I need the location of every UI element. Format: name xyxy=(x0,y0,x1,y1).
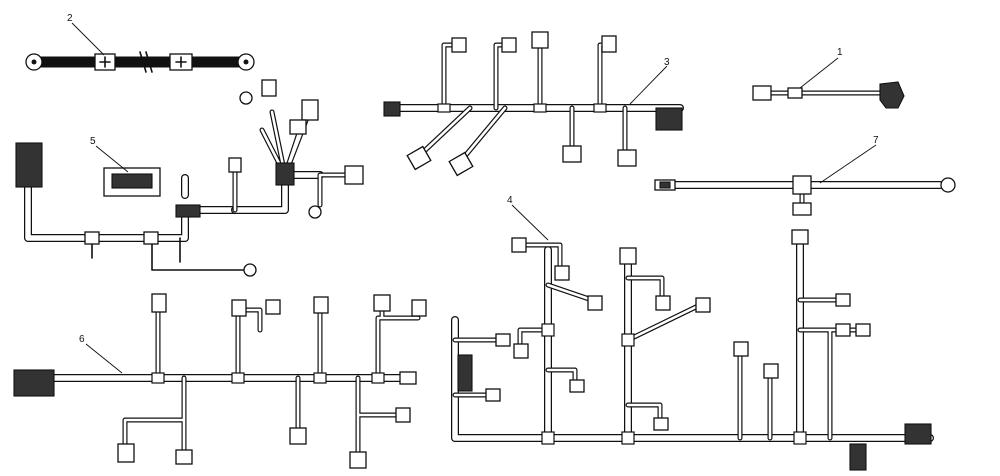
callout-7: 7 xyxy=(873,135,879,146)
harness-1-assembly xyxy=(752,57,905,109)
callout-6: 6 xyxy=(79,334,85,345)
harness-6-assembly xyxy=(13,293,427,469)
harness-7-assembly xyxy=(654,144,956,216)
callout-4: 4 xyxy=(507,195,513,206)
callout-3: 3 xyxy=(664,57,670,68)
harness-3-assembly xyxy=(383,31,684,177)
harness-5-assembly xyxy=(15,79,364,277)
callout-1: 1 xyxy=(837,47,843,58)
harness-4-assembly xyxy=(451,204,934,471)
callout-2: 2 xyxy=(67,13,73,24)
callout-5: 5 xyxy=(90,136,96,147)
harness-2-assembly xyxy=(25,22,255,73)
